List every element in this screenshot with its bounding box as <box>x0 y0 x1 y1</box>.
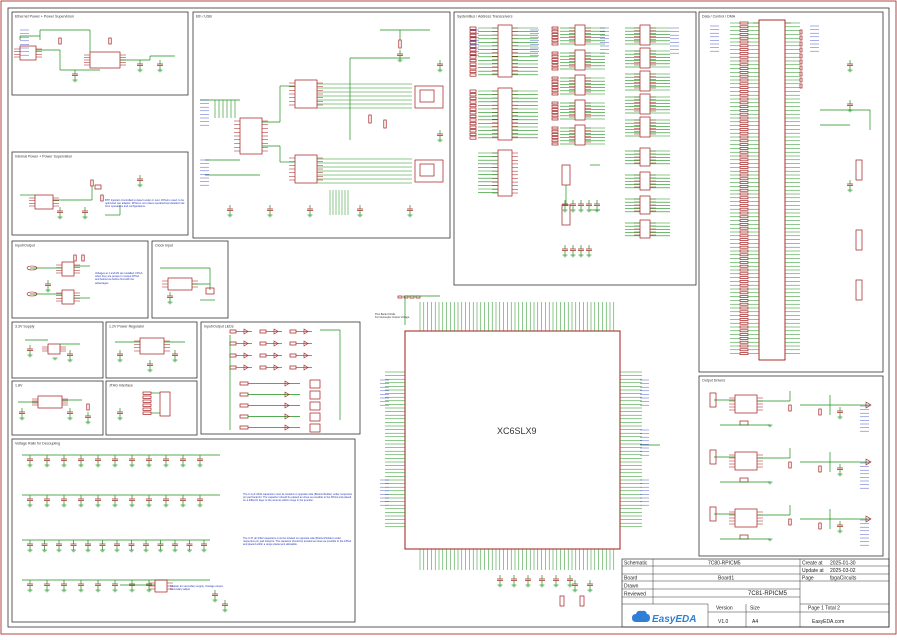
panel-title: Clock Input <box>155 244 173 248</box>
easyeda-logo: EasyEDA <box>632 610 696 625</box>
panel-title: Voltage Rails for Decoupling <box>15 442 60 446</box>
panel-title: 1.2V Power Regulator <box>109 325 145 329</box>
cloud-icon <box>632 610 650 622</box>
panel-title: 3.3V Supply <box>15 325 35 329</box>
panel-frame <box>200 321 361 435</box>
note-p13b: The 0.47 µF 0402 capacitors must be loca… <box>243 537 352 547</box>
panel-title: SystemBus / Address Transceivers <box>457 15 513 19</box>
schematic-value: 7C80-RPICM5 <box>708 561 741 567</box>
note-text: Adapter for secondary supply. Unstage ou… <box>170 585 224 592</box>
note-p13c: Adapter for secondary supply. Unstage ou… <box>170 585 224 592</box>
page-label: Page <box>802 576 814 582</box>
site-link[interactable]: EasyEDA.com <box>812 619 844 625</box>
panel-title: Ethernet Power + Power Supervision <box>15 15 74 19</box>
page-value: fpgaCircuits <box>830 576 857 582</box>
sheet-title: 7C81-RPICM5 <box>748 591 788 597</box>
panel-title: Eth / USB <box>196 15 212 19</box>
note-p5: BTP Injection Controlled to detect under… <box>105 199 185 209</box>
schematic-wiring <box>14 19 872 613</box>
panel-frame <box>453 11 697 286</box>
fpga-part-label: XC6SLX9 <box>497 426 537 436</box>
panel-title: 1.8V <box>15 384 23 388</box>
board-label: Board <box>624 576 638 582</box>
panel-title: Input/Output LEDs <box>204 325 234 329</box>
version-value: V1.0 <box>718 619 729 625</box>
version-label: Version <box>716 606 733 612</box>
note-p13a: The 0.1 µF 0402 capacitors must be locat… <box>243 493 353 503</box>
reviewed-label: Reviewed <box>624 592 646 598</box>
note-text: Voltages at J and M1 are installed. FPGA… <box>95 272 143 285</box>
create-label: Create at <box>802 561 823 567</box>
note-text: BTP Injection Controlled to detect under… <box>105 199 185 209</box>
panel-frame <box>192 11 451 239</box>
panel-frame <box>698 375 884 557</box>
panel-title: Internal Power + Power Supervision <box>15 155 72 159</box>
panel-frame <box>11 240 149 319</box>
size-label: Size <box>750 606 760 612</box>
size-value: A4 <box>752 619 758 625</box>
note-text: Pins Bank 0 Rails For Decoupler Output V… <box>375 313 409 320</box>
drawing-frame <box>7 7 890 628</box>
drawn-label: Drawn <box>624 584 639 590</box>
panel-title: JTAG Interface <box>109 384 133 388</box>
update-label: Update at <box>802 568 824 574</box>
panel-title: Data / Control / DMA <box>702 15 736 19</box>
page-number: Page 1 Total 2 <box>808 606 840 612</box>
panel-frame <box>11 438 356 623</box>
board-value: Board1 <box>718 576 734 582</box>
panel-frame <box>11 380 104 436</box>
panel-title: Output Drivers <box>702 379 725 383</box>
panel-frame <box>11 151 189 236</box>
note-text: The 0.47 µF 0402 capacitors must be loca… <box>243 537 352 547</box>
panel-frame <box>105 321 198 379</box>
panel-frame <box>11 321 104 379</box>
panel-frame <box>105 380 198 436</box>
fpga-body <box>404 330 621 550</box>
panel-frame <box>11 11 189 96</box>
panel-frame <box>698 11 884 373</box>
title-block: Schematic 7C80-RPICM5 Board Board1 Drawn… <box>621 558 890 628</box>
panel-frame <box>151 240 229 319</box>
logo-text: EasyEDA <box>652 614 696 625</box>
create-value: 2025-01-30 <box>830 561 856 567</box>
panel-title: Input/Output <box>15 244 35 248</box>
note-fpga-bank: Pins Bank 0 Rails For Decoupler Output V… <box>375 313 409 320</box>
note-text: The 0.1 µF 0402 capacitors must be locat… <box>243 493 353 503</box>
schematic-label: Schematic <box>624 561 648 567</box>
update-value: 2025-03-02 <box>830 568 856 574</box>
title-block-frame <box>621 558 890 628</box>
note-p6: Voltages at J and M1 are installed. FPGA… <box>95 272 143 285</box>
